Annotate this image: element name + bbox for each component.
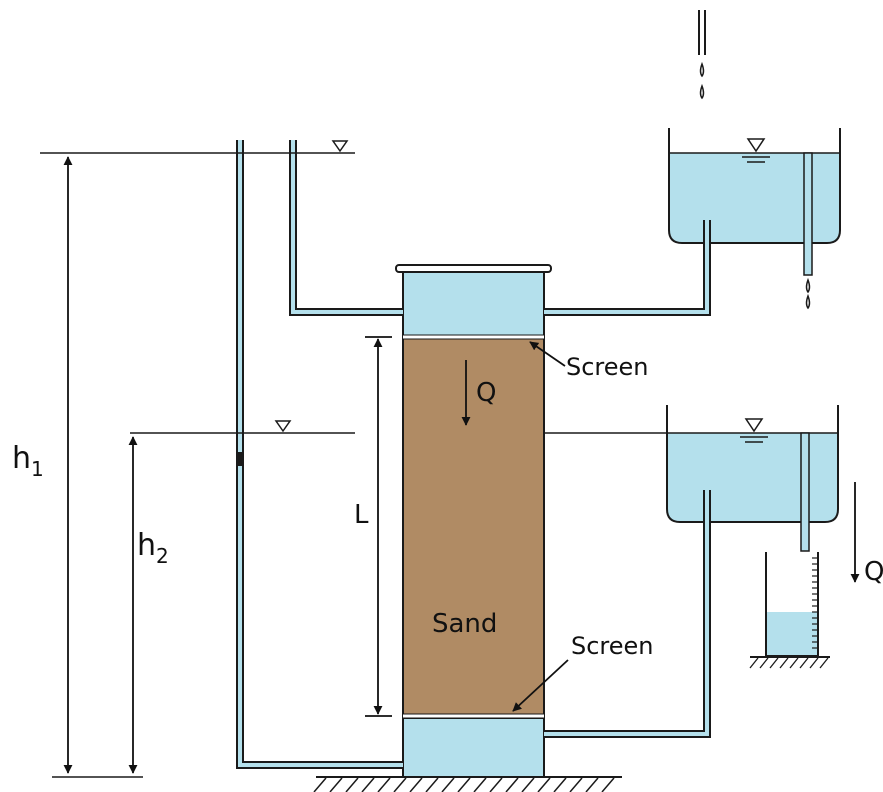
Q-label-outflow: Q bbox=[864, 557, 883, 587]
upper-piezometer-tube bbox=[288, 134, 403, 316]
h1-label: h1 bbox=[12, 441, 44, 481]
column-lid bbox=[395, 264, 552, 273]
screen-bottom-label: Screen bbox=[571, 632, 654, 660]
head-level-lines bbox=[40, 140, 667, 778]
inflow-pipe bbox=[544, 220, 711, 316]
overflow-drops bbox=[805, 277, 811, 310]
screen-top-leader bbox=[529, 341, 566, 367]
column-bottom-water bbox=[402, 717, 545, 778]
piezometer-marker bbox=[237, 452, 243, 466]
upper-supply-tank bbox=[668, 128, 841, 276]
sand-column bbox=[395, 264, 552, 778]
ground-hatch bbox=[313, 776, 622, 792]
h2-level-symbol bbox=[274, 420, 292, 433]
left-piezometer-tube bbox=[235, 134, 403, 769]
sand-label: Sand bbox=[432, 609, 497, 639]
outflow-pipe bbox=[544, 490, 711, 738]
h2-label: h2 bbox=[137, 528, 169, 568]
graduated-cylinder bbox=[749, 552, 830, 669]
screen-top-label: Screen bbox=[566, 353, 649, 381]
column-top-water bbox=[402, 270, 545, 338]
sand-fill bbox=[402, 336, 545, 719]
Q-label-column: Q bbox=[476, 378, 496, 408]
supply-inflow bbox=[698, 10, 706, 100]
h1-level-symbol bbox=[331, 140, 349, 153]
screen-bottom-leader bbox=[512, 659, 569, 712]
dimension-arrows bbox=[63, 156, 860, 774]
lower-outflow-tank bbox=[666, 405, 839, 552]
L-label: L bbox=[354, 500, 369, 530]
